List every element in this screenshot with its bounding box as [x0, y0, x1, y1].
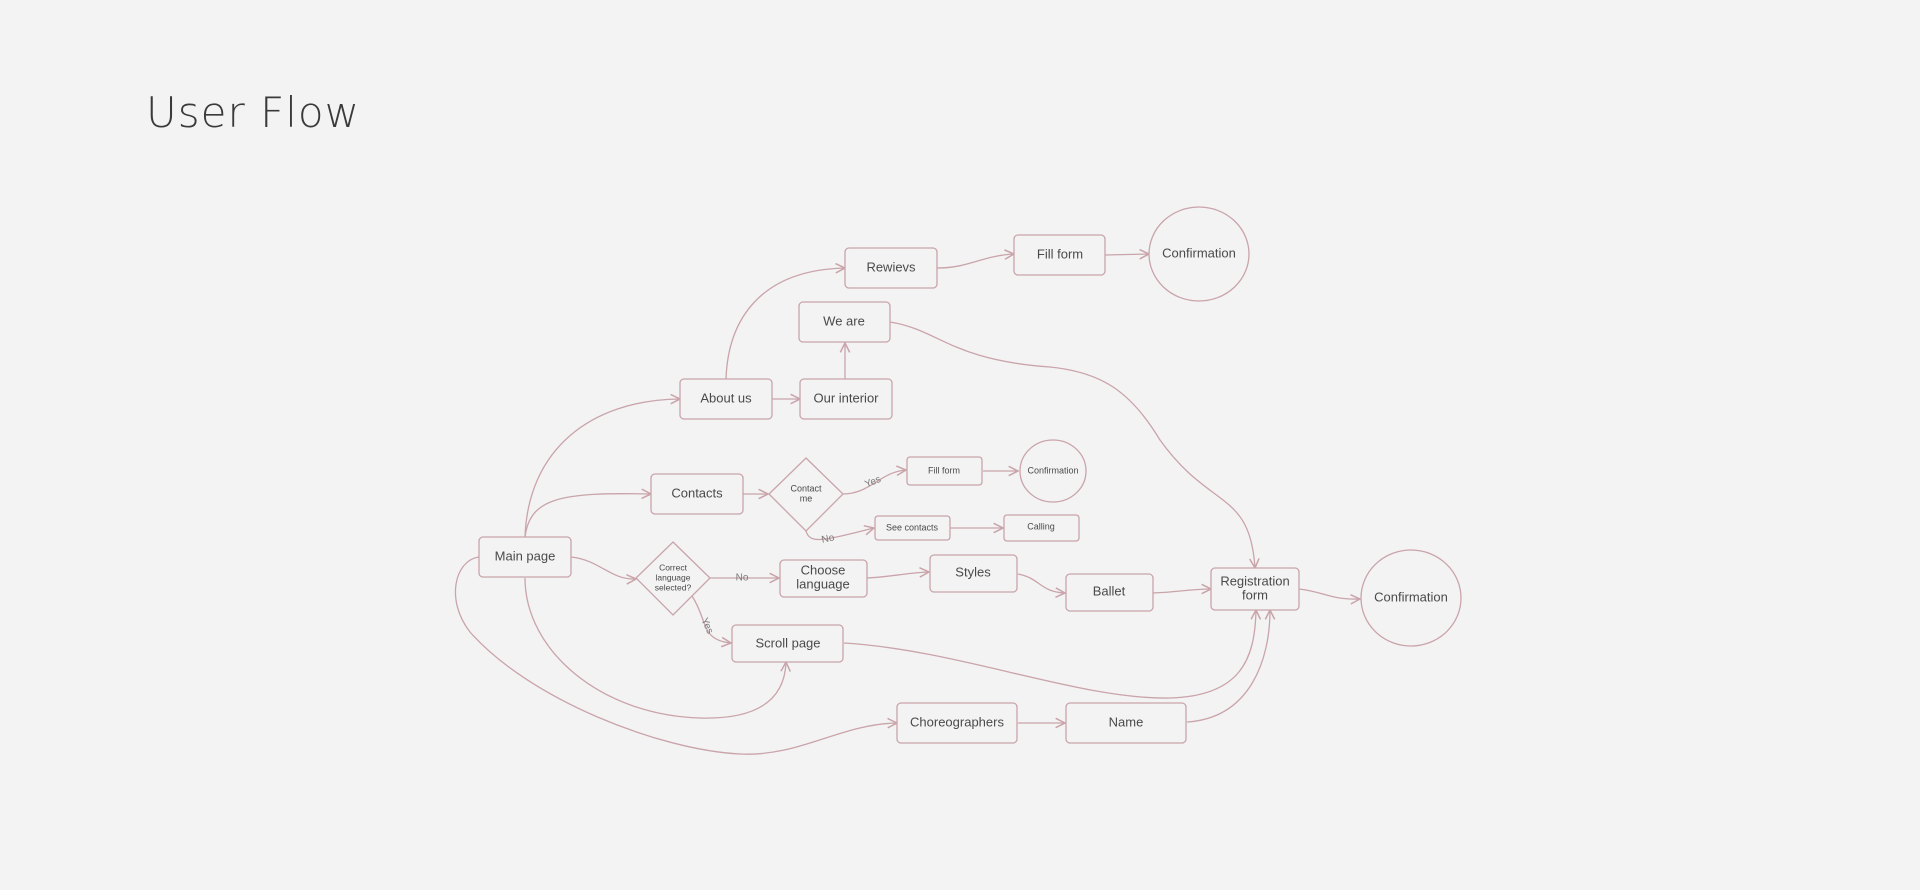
edge-main-to-scroll [524, 577, 786, 719]
label-yes-contact: Yes [863, 474, 882, 490]
node-see-contacts[interactable]: See contacts [874, 515, 951, 541]
node-fill-form-top[interactable]: Fill form [1013, 234, 1106, 276]
node-confirmation-small[interactable]: Confirmation [1019, 439, 1087, 503]
node-choose-language[interactable]: Choose language [779, 559, 868, 598]
label-yes-language: Yes [698, 616, 715, 635]
node-main-page[interactable]: Main page [478, 536, 572, 578]
page-title: User Flow [146, 88, 360, 137]
edge-contactme-to-seecontacts [805, 528, 874, 541]
node-fill-form-small[interactable]: Fill form [906, 456, 983, 486]
node-about-us[interactable]: About us [679, 378, 773, 420]
edge-name-to-registration [1186, 610, 1270, 723]
edge-styles-to-ballet [1017, 573, 1065, 593]
node-main-page-label: Main page [495, 548, 556, 563]
node-about-us-label: About us [700, 390, 752, 405]
node-confirmation-right-label: Confirmation [1374, 589, 1448, 604]
edge-weare-to-registration [889, 321, 1255, 568]
node-calling-label: Calling [1027, 521, 1055, 531]
label-no-language: No [736, 573, 749, 584]
node-scroll-page[interactable]: Scroll page [731, 624, 844, 663]
edge-language-to-scroll [691, 595, 731, 643]
node-choreographers-label: Choreographers [910, 714, 1004, 729]
node-we-are-label: We are [823, 313, 865, 328]
label-no-contact: No [821, 532, 836, 546]
node-fill-form-top-label: Fill form [1037, 246, 1083, 261]
node-contact-me-decision[interactable]: Contact me [768, 457, 844, 532]
node-contact-me-label-1: Contact [790, 483, 822, 493]
node-choose-language-label-1: Choose [801, 562, 846, 577]
node-correct-language-label-2: language [656, 572, 691, 582]
node-confirmation-top-label: Confirmation [1162, 245, 1236, 260]
node-ballet-label: Ballet [1093, 583, 1126, 598]
node-registration-form[interactable]: Registration form [1210, 567, 1300, 611]
edge-choose-to-styles [866, 572, 929, 579]
edge-ballet-to-registration [1152, 589, 1211, 593]
node-see-contacts-label: See contacts [886, 522, 939, 532]
node-registration-form-label-2: form [1242, 587, 1268, 602]
edge-main-to-contacts [524, 494, 651, 538]
node-name[interactable]: Name [1065, 702, 1187, 744]
node-choreographers[interactable]: Choreographers [896, 702, 1018, 744]
edge-main-to-choreographers [454, 556, 897, 755]
node-our-interior-label: Our interior [813, 390, 879, 405]
node-styles[interactable]: Styles [929, 554, 1018, 593]
node-choose-language-label-2: language [796, 576, 850, 591]
edge-scroll-to-registration [843, 610, 1256, 699]
node-contact-me-label-2: me [800, 493, 813, 503]
node-correct-language-decision[interactable]: Correct language selected? [635, 541, 711, 616]
node-confirmation-right[interactable]: Confirmation [1360, 549, 1462, 647]
node-we-are[interactable]: We are [798, 301, 891, 343]
edge-main-to-about [524, 399, 680, 538]
node-ballet[interactable]: Ballet [1065, 573, 1154, 612]
node-our-interior[interactable]: Our interior [799, 378, 893, 420]
node-reviews-label: Rewievs [866, 259, 916, 274]
node-confirmation-top[interactable]: Confirmation [1148, 206, 1250, 302]
node-scroll-page-label: Scroll page [755, 635, 820, 650]
node-styles-label: Styles [955, 564, 991, 579]
edge-main-to-language [570, 556, 636, 579]
edge-contactme-to-fillform [842, 470, 906, 495]
node-contacts[interactable]: Contacts [650, 473, 744, 515]
edge-about-to-reviews [725, 268, 845, 380]
edges [454, 254, 1360, 755]
edge-registration-to-confirmation [1298, 588, 1360, 599]
nodes: Main page About us Our interior We are R… [478, 206, 1462, 744]
node-correct-language-label-3: selected? [655, 582, 692, 592]
edge-reviews-to-fillform [936, 254, 1014, 269]
node-confirmation-small-label: Confirmation [1027, 465, 1078, 475]
node-fill-form-small-label: Fill form [928, 465, 960, 475]
node-name-label: Name [1109, 714, 1144, 729]
node-calling[interactable]: Calling [1003, 514, 1080, 542]
node-contacts-label: Contacts [671, 485, 723, 500]
edge-fillform-to-confirmation [1104, 254, 1149, 255]
node-registration-form-label-1: Registration [1220, 573, 1289, 588]
node-correct-language-label-1: Correct [659, 562, 688, 572]
node-reviews[interactable]: Rewievs [844, 247, 938, 289]
